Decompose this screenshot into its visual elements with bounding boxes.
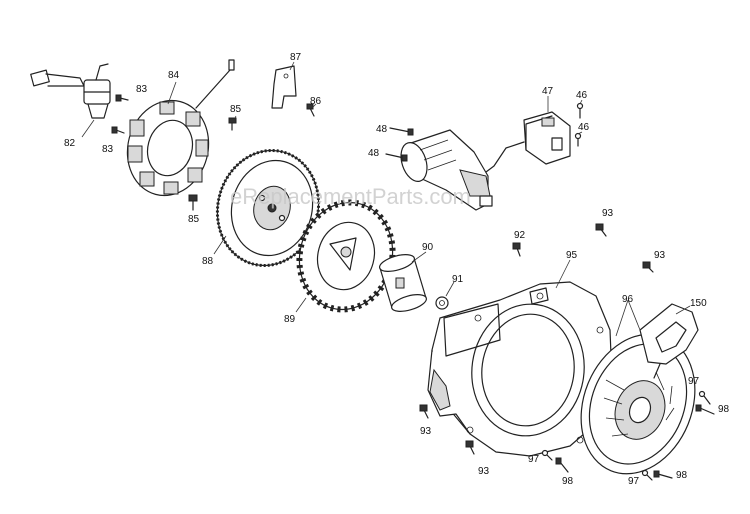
callout-93-c: 93: [420, 426, 432, 437]
callout-85-a: 85: [230, 104, 242, 115]
callout-97-b: 97: [528, 454, 540, 465]
callout-96: 96: [622, 294, 634, 305]
part-bolt-92: [512, 242, 521, 257]
callout-46-b: 46: [578, 122, 590, 133]
callout-87: 87: [290, 52, 302, 63]
callout-95: 95: [566, 250, 578, 261]
part-screw-98b: [555, 457, 569, 473]
watermark-text: eReplacementParts.com: [230, 184, 471, 209]
callout-98-c: 98: [676, 470, 688, 481]
part-solenoid: [485, 111, 571, 173]
callout-84: 84: [168, 70, 180, 81]
callout-98-b: 98: [562, 476, 574, 487]
callout-97-a: 97: [688, 376, 700, 387]
part-screw-83a: [115, 94, 129, 102]
part-bolt-93d: [465, 440, 475, 455]
part-blower-housing: [427, 281, 613, 457]
callout-93-b: 93: [654, 250, 666, 261]
callout-90: 90: [422, 242, 434, 253]
part-bolt-48a: [389, 127, 414, 136]
part-flywheel: [215, 149, 321, 267]
part-bolt-93c: [419, 404, 429, 419]
callout-91: 91: [452, 274, 464, 285]
part-screw-97c: [641, 469, 653, 481]
part-screw-83b: [111, 126, 125, 134]
part-bolt-48b: [385, 153, 408, 162]
callout-86: 86: [310, 96, 322, 107]
part-stator: [126, 59, 235, 197]
part-bolt-85a: [228, 117, 237, 131]
callout-150: 150: [690, 298, 707, 309]
part-nut: [435, 296, 449, 310]
callout-83-a: 83: [136, 84, 148, 95]
callout-92: 92: [514, 230, 526, 241]
callout-83-b: 83: [102, 144, 114, 155]
part-starter-cup: [378, 254, 428, 312]
part-recoil-starter: [580, 333, 696, 475]
callout-88: 88: [202, 256, 214, 267]
part-bolt-93a: [595, 223, 607, 237]
part-screw-98a: [695, 404, 715, 415]
part-screw-46a: [576, 102, 584, 119]
part-cooling-fan: [296, 199, 396, 313]
part-screw-97a: [698, 390, 711, 405]
leader-lines: [167, 61, 691, 337]
callout-46-a: 46: [576, 90, 588, 101]
part-screw-97b: [541, 449, 553, 461]
callout-48-a: 48: [376, 124, 388, 135]
part-ignition-coil: [30, 63, 111, 138]
part-screw-46b: [574, 132, 582, 147]
callout-98-a: 98: [718, 404, 730, 415]
part-bolt-93b: [642, 261, 654, 273]
part-starter-motor: [400, 129, 493, 211]
callout-labels: 82 83 83 84 85 85 86 87 88 89 90 91 92 9…: [64, 52, 730, 487]
part-bolt-85b: [188, 194, 198, 211]
callout-82: 82: [64, 138, 76, 149]
callout-48-b: 48: [368, 148, 380, 159]
callout-85-b: 85: [188, 214, 200, 225]
callout-93-d: 93: [478, 466, 490, 477]
callout-47: 47: [542, 86, 554, 97]
callout-97-c: 97: [628, 476, 640, 487]
part-starter-handle: [639, 303, 699, 379]
callout-93-a: 93: [602, 208, 614, 219]
part-bracket: [271, 65, 297, 109]
part-screw-98c: [653, 470, 673, 479]
callout-89: 89: [284, 314, 296, 325]
